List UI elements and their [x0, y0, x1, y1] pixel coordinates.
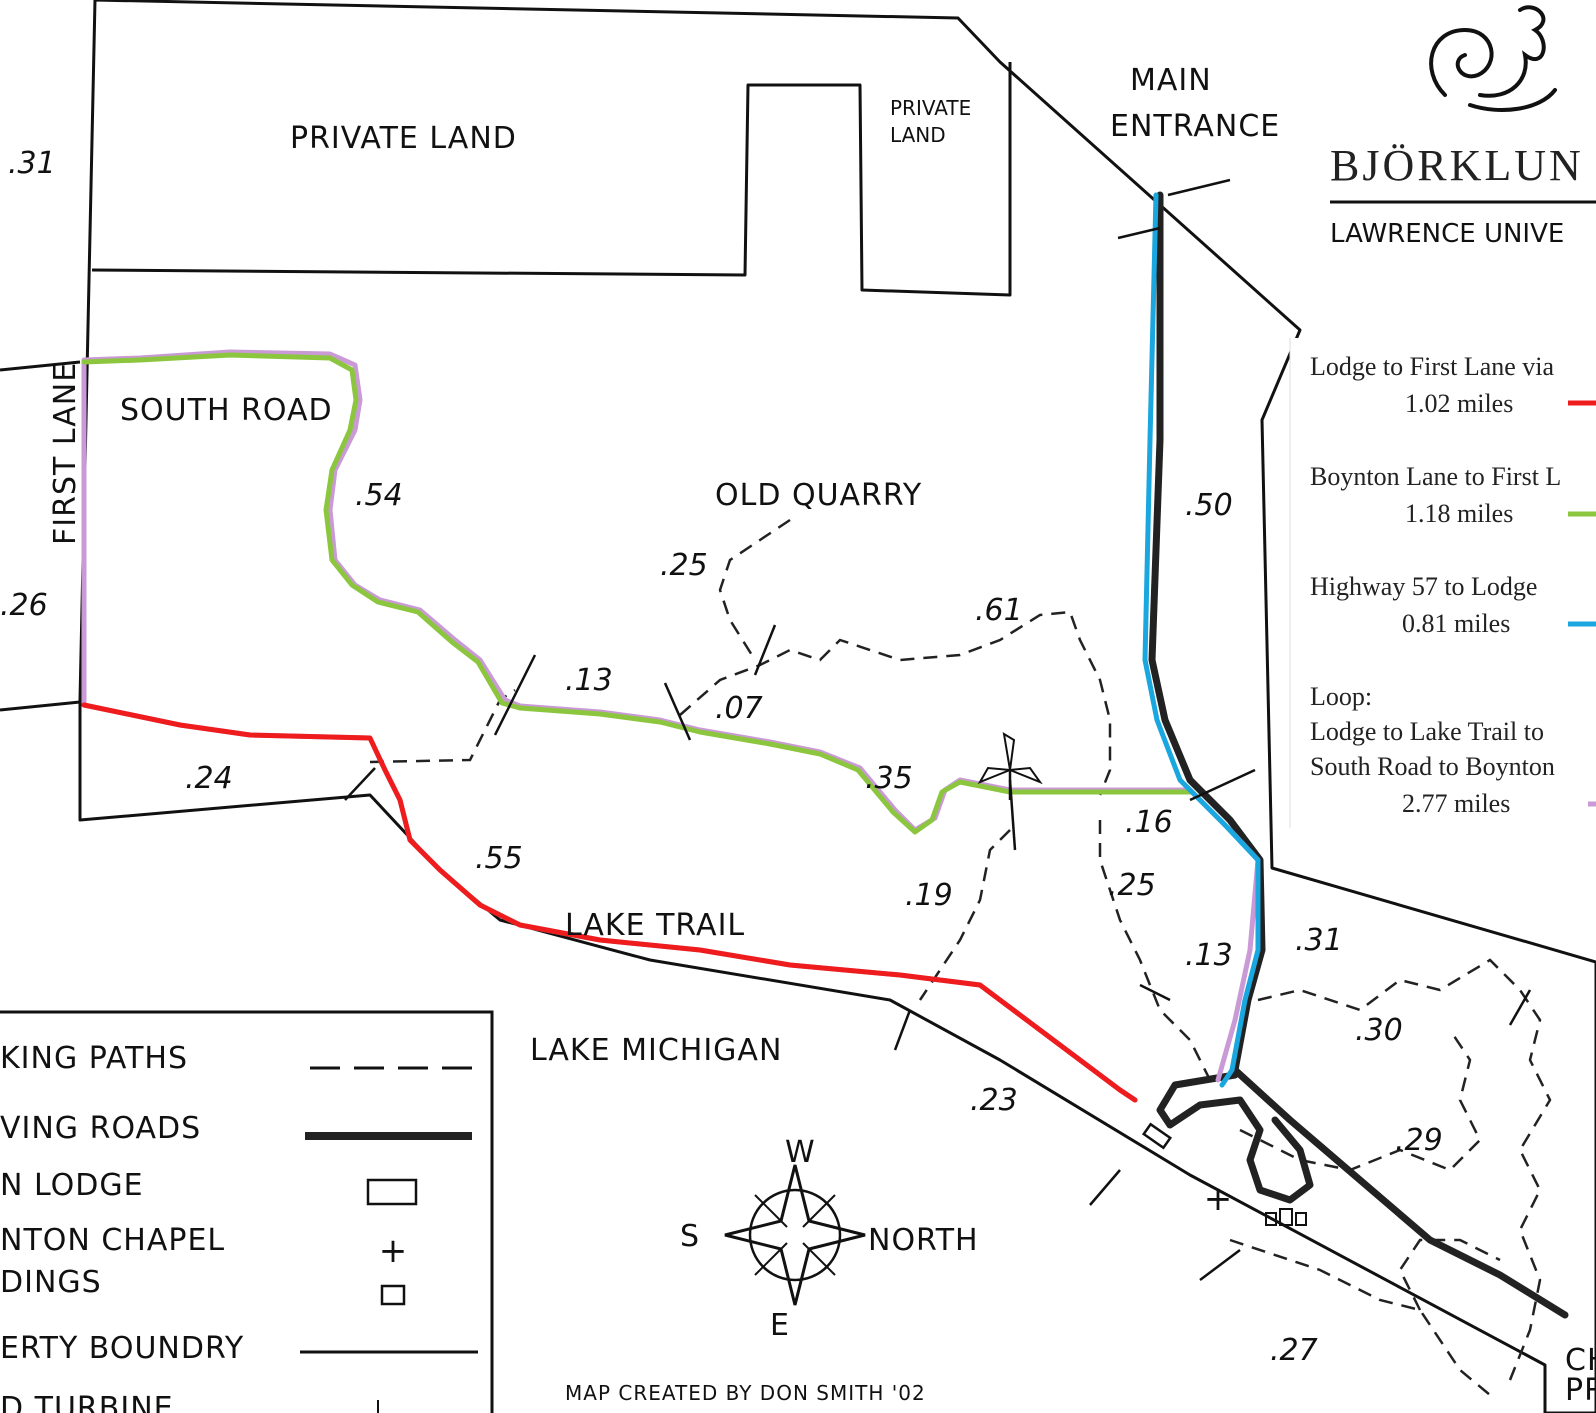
label-bottom-right-1: CH — [1565, 1343, 1596, 1378]
compass-rose-icon — [724, 1164, 866, 1306]
label-main-entrance-2: ENTRANCE — [1110, 109, 1280, 144]
map-credit: MAP CREATED BY DON SMITH '02 — [565, 1381, 926, 1405]
svg-text:2.77 miles: 2.77 miles — [1402, 789, 1510, 818]
distance-labels: .31 .26 .54 .50 .25 .61 .13 .07 .24 .35 … — [0, 146, 1443, 1368]
svg-text:.61: .61 — [975, 593, 1023, 628]
svg-text:1.02 miles: 1.02 miles — [1405, 389, 1513, 418]
svg-text:0.81 miles: 0.81 miles — [1402, 609, 1510, 638]
lodge-marker-icon — [1141, 1122, 1173, 1150]
svg-text:.23: .23 — [970, 1083, 1018, 1118]
svg-text:.19: .19 — [905, 878, 953, 913]
svg-text:.31: .31 — [8, 146, 56, 181]
svg-text:.25: .25 — [1108, 868, 1156, 903]
route-green — [81, 352, 1193, 835]
svg-text:Lodge to First Lane via: Lodge to First Lane via — [1310, 352, 1555, 381]
compass-s: S — [680, 1219, 700, 1254]
svg-text:.29: .29 — [1395, 1123, 1443, 1158]
svg-text:South Road to Boynton: South Road to Boynton — [1310, 752, 1555, 781]
map-subtitle: LAWRENCE UNIVE — [1330, 219, 1564, 249]
svg-text:Lodge to Lake Trail to: Lodge to Lake Trail to — [1310, 717, 1544, 746]
symbol-legend: KING PATHS VING ROADS N LODGE NTON CHAPE… — [0, 1010, 494, 1413]
label-lake-trail: LAKE TRAIL — [565, 908, 745, 943]
route-blue — [1142, 192, 1261, 1088]
svg-text:.26: .26 — [0, 588, 48, 623]
wind-turbine-icon — [977, 732, 1043, 800]
svg-text:KING PATHS: KING PATHS — [0, 1041, 188, 1076]
svg-text:.35: .35 — [865, 761, 913, 796]
svg-text:.13: .13 — [565, 663, 613, 698]
svg-text:.16: .16 — [1125, 805, 1173, 840]
svg-text:Loop:: Loop: — [1310, 682, 1372, 711]
svg-text:N LODGE: N LODGE — [0, 1168, 144, 1203]
label-bottom-right-2: PR — [1565, 1373, 1596, 1408]
label-main-entrance-1: MAIN — [1130, 63, 1212, 98]
route-loop — [81, 349, 1261, 1083]
svg-text:ERTY BOUNDRY: ERTY BOUNDRY — [0, 1331, 244, 1366]
lodge-loop-road — [1156, 1071, 1314, 1204]
driving-road — [1148, 191, 1569, 1319]
label-south-road: SOUTH ROAD — [120, 393, 333, 428]
label-old-quarry: OLD QUARRY — [715, 478, 922, 513]
svg-text:1.18 miles: 1.18 miles — [1405, 499, 1513, 528]
svg-text:.24: .24 — [185, 761, 233, 796]
left-boundary-line — [0, 360, 81, 712]
svg-text:D TURBINE: D TURBINE — [0, 1391, 174, 1413]
junction-ticks — [344, 178, 1532, 1281]
chapel-marker-icon: + — [1204, 1179, 1233, 1219]
label-lake-michigan: LAKE MICHIGAN — [530, 1033, 782, 1068]
route-legend: Lodge to First Lane via 1.02 miles Boynt… — [1289, 338, 1596, 828]
route-red — [81, 702, 1138, 1103]
svg-text:VING ROADS: VING ROADS — [0, 1111, 201, 1146]
buildings-marker-icon — [1265, 1208, 1307, 1226]
svg-text:.54: .54 — [355, 478, 403, 513]
compass-e: E — [770, 1308, 790, 1343]
svg-text:Highway 57 to Lodge: Highway 57 to Lodge — [1310, 572, 1537, 601]
svg-text:NTON CHAPEL: NTON CHAPEL — [0, 1223, 225, 1258]
compass-w: W — [785, 1135, 816, 1170]
svg-text:.50: .50 — [1185, 488, 1233, 523]
hiking-paths — [369, 518, 1552, 1396]
svg-text:DINGS: DINGS — [0, 1265, 102, 1300]
logo-ornament-icon — [1429, 5, 1557, 112]
label-private-land-2b: LAND — [890, 123, 946, 147]
svg-text:Boynton Lane to First L: Boynton Lane to First L — [1310, 462, 1561, 491]
svg-text:.55: .55 — [475, 841, 523, 876]
svg-text:.31: .31 — [1295, 923, 1343, 958]
private-land-boundary — [91, 62, 1012, 297]
map-title: BJÖRKLUN — [1330, 141, 1584, 190]
svg-text:.27: .27 — [1270, 1333, 1318, 1368]
svg-text:.07: .07 — [715, 691, 763, 726]
label-private-land-2a: PRIVATE — [890, 96, 971, 120]
svg-text:.25: .25 — [660, 548, 708, 583]
svg-text:.30: .30 — [1355, 1013, 1403, 1048]
label-private-land: PRIVATE LAND — [290, 121, 517, 156]
building-square-icon — [380, 1284, 406, 1306]
chapel-cross-icon: + — [379, 1231, 408, 1271]
compass-north: NORTH — [868, 1223, 979, 1258]
svg-text:.13: .13 — [1185, 938, 1233, 973]
label-first-lane: FIRST LANE — [48, 362, 83, 545]
lodge-rectangle-icon — [366, 1178, 418, 1206]
